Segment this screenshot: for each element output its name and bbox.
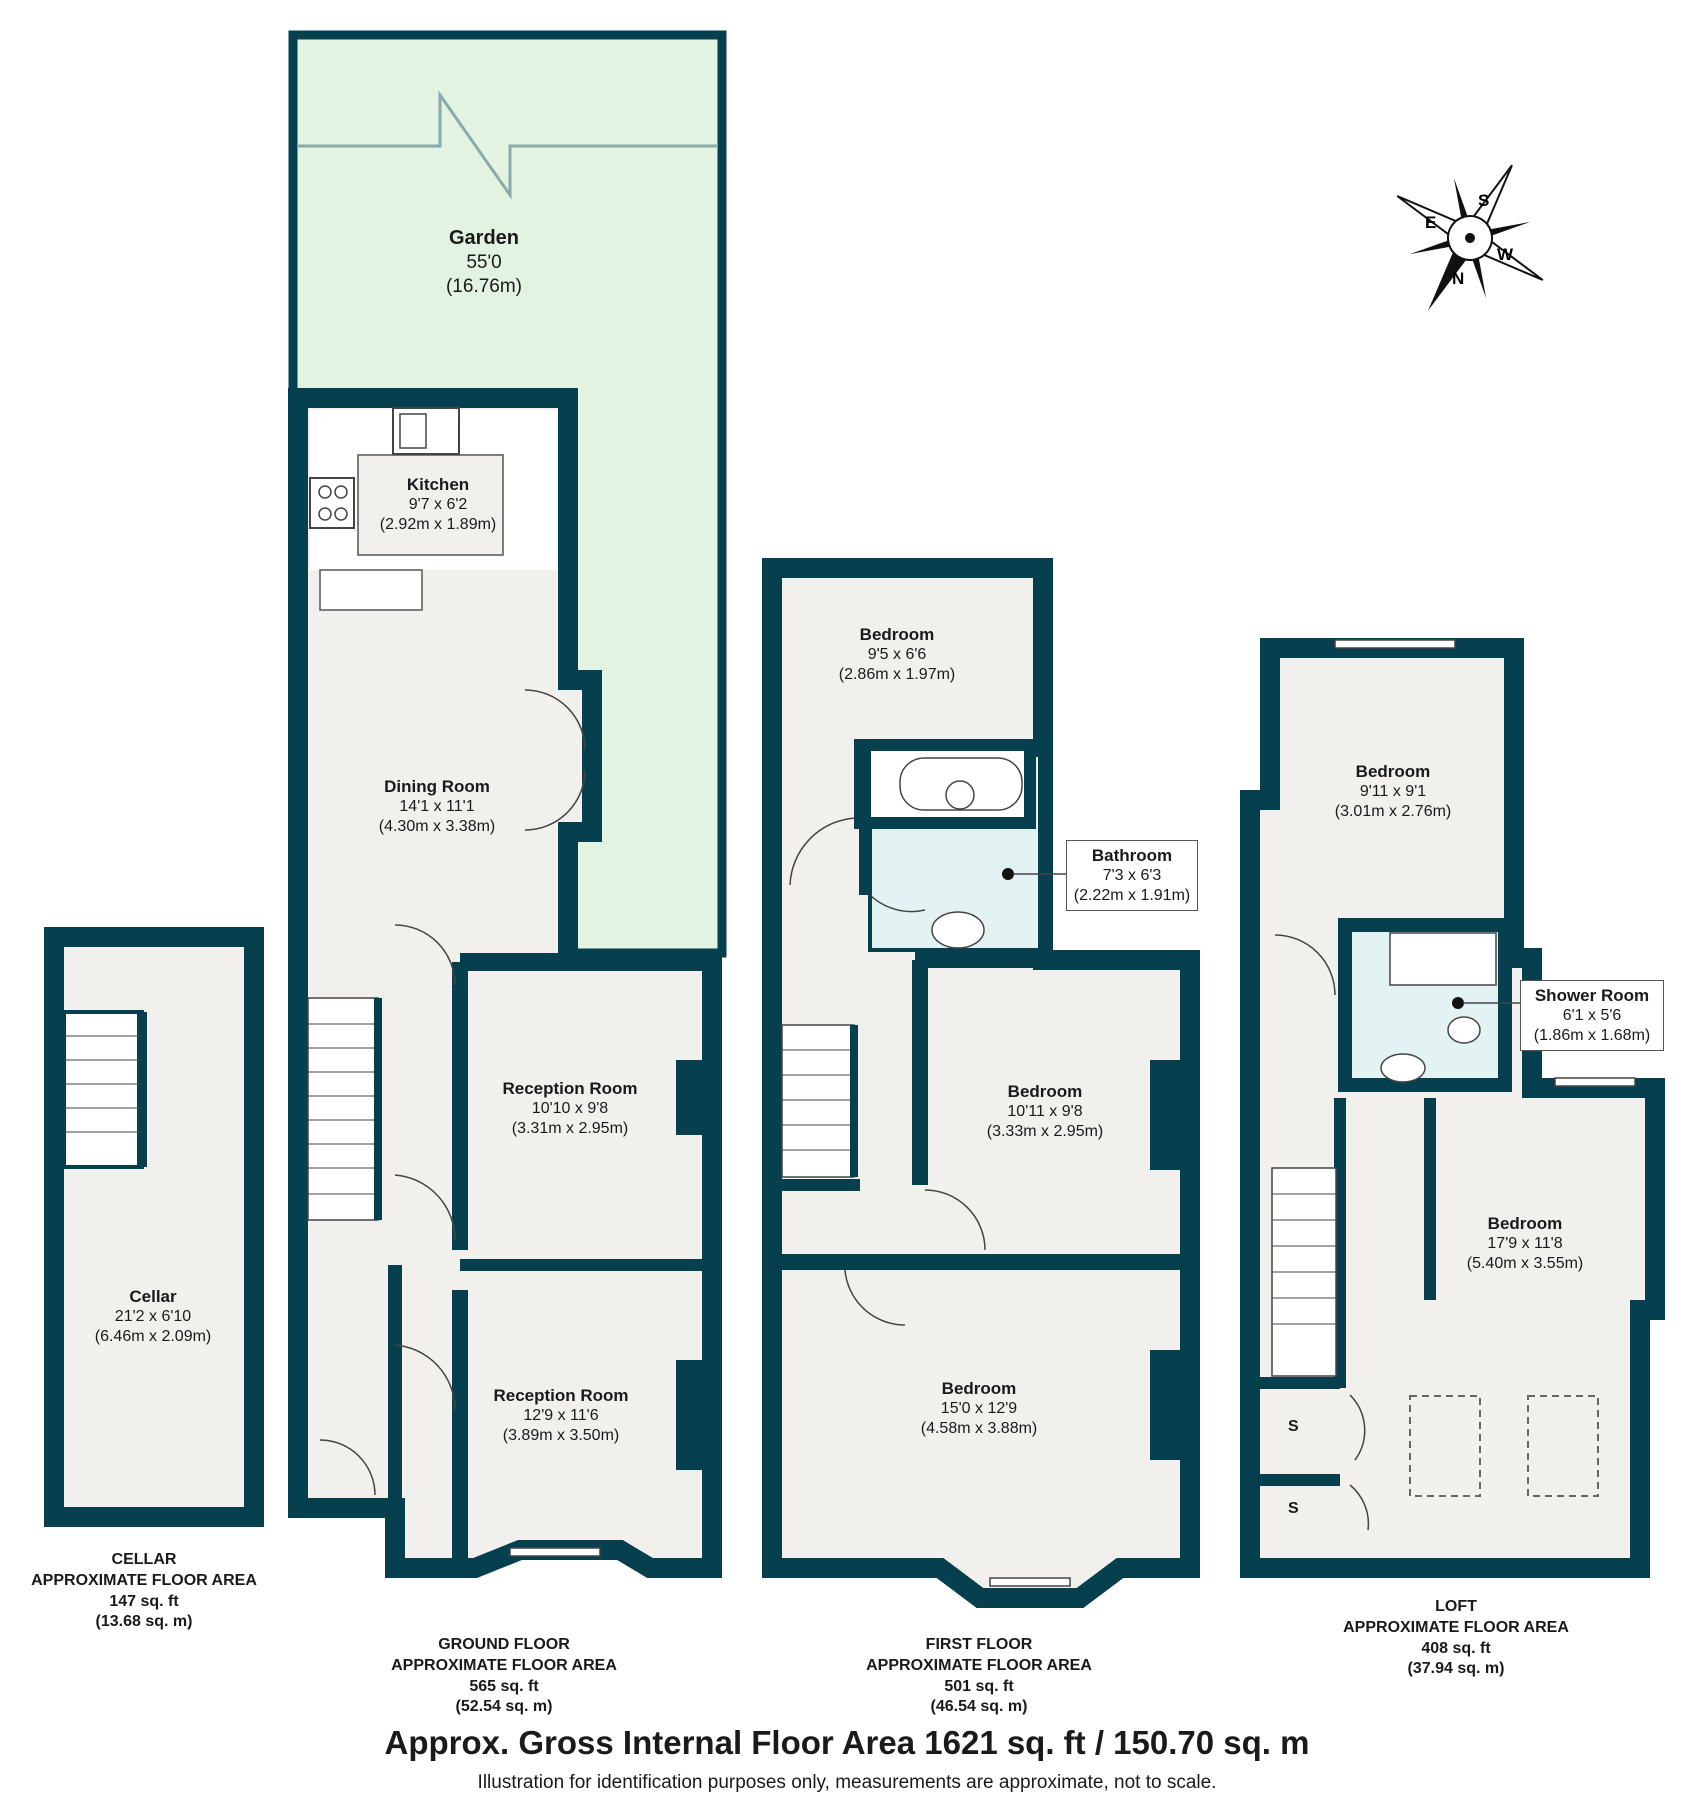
room-label-loft-bedroom-main: Bedroom 17'9 x 11'8 (5.40m x 3.55m): [1467, 1213, 1583, 1274]
room-name: Reception Room: [502, 1079, 638, 1098]
room-metric: (1.86m x 1.68m): [1533, 1027, 1651, 1045]
room-dims: 12'9 x 11'6: [523, 1407, 599, 1425]
room-dims: 6'1 x 5'6: [1562, 1007, 1622, 1025]
room-label-garden: Garden 55'0 (16.76m): [446, 226, 522, 299]
floor-sqm: (13.68 sq. m): [95, 1613, 193, 1631]
room-metric: (3.31m x 2.95m): [511, 1120, 629, 1138]
compass-west: W: [1497, 245, 1514, 264]
room-label-ff-bedroom-small: Bedroom 9'5 x 6'6 (2.86m x 1.97m): [839, 624, 955, 685]
floor-area-loft: LOFT APPROXIMATE FLOOR AREA 408 sq. ft (…: [1343, 1597, 1569, 1680]
floor-sqm: (52.54 sq. m): [455, 1698, 553, 1716]
room-dims: 9'11 x 9'1: [1359, 783, 1427, 801]
floor-sqft: 408 sq. ft: [1421, 1639, 1491, 1657]
stairs-icon: [1271, 1167, 1337, 1377]
room-dims: 55'0: [466, 252, 502, 273]
room-label-kitchen: Kitchen 9'7 x 6'2 (2.92m x 1.89m): [380, 474, 496, 535]
floor-area-first: FIRST FLOOR APPROXIMATE FLOOR AREA 501 s…: [866, 1635, 1092, 1718]
storage-label-1: S: [1288, 1418, 1299, 1435]
floor-area-label: APPROXIMATE FLOOR AREA: [1343, 1618, 1569, 1636]
room-name: Kitchen: [406, 475, 470, 494]
room-metric: (6.46m x 2.09m): [94, 1328, 212, 1346]
room-metric: (4.58m x 3.88m): [920, 1420, 1038, 1438]
room-label-loft-bedroom-rear: Bedroom 9'11 x 9'1 (3.01m x 2.76m): [1335, 761, 1451, 822]
cellar-plan: [44, 927, 264, 1527]
sink-icon: [392, 407, 460, 455]
floor-name: CELLAR: [111, 1551, 177, 1568]
room-metric: (2.86m x 1.97m): [838, 666, 956, 684]
room-metric: (3.89m x 3.50m): [502, 1427, 620, 1445]
room-name: Cellar: [129, 1287, 177, 1306]
room-label-ff-bedroom-mid: Bedroom 10'11 x 9'8 (3.33m x 2.95m): [987, 1081, 1103, 1142]
room-dims: 7'3 x 6'3: [1102, 867, 1162, 885]
room-label-ff-bedroom-front: Bedroom 15'0 x 12'9 (4.58m x 3.88m): [921, 1378, 1037, 1439]
stairs-icon: [781, 1024, 858, 1178]
room-metric: (3.01m x 2.76m): [1334, 803, 1452, 821]
room-name: Bathroom: [1091, 846, 1173, 865]
room-name: Bedroom: [1487, 1214, 1563, 1233]
floor-area-label: APPROXIMATE FLOOR AREA: [866, 1656, 1092, 1674]
room-label-dining: Dining Room 14'1 x 11'1 (4.30m x 3.38m): [379, 776, 495, 837]
room-name: Dining Room: [384, 777, 490, 796]
room-metric: (16.76m): [445, 275, 523, 297]
room-metric: (4.30m x 3.38m): [378, 818, 496, 836]
room-name: Bedroom: [1007, 1082, 1083, 1101]
floor-area-ground: GROUND FLOOR APPROXIMATE FLOOR AREA 565 …: [391, 1635, 617, 1718]
floor-name: GROUND FLOOR: [438, 1636, 570, 1653]
floor-sqm: (37.94 sq. m): [1407, 1660, 1505, 1678]
floor-area-label: APPROXIMATE FLOOR AREA: [391, 1656, 617, 1674]
room-label-loft-shower-room: Shower Room 6'1 x 5'6 (1.86m x 1.68m): [1520, 980, 1664, 1052]
compass-icon: [1396, 164, 1544, 311]
compass-east: E: [1425, 213, 1436, 232]
room-label-reception-1: Reception Room 10'10 x 9'8 (3.31m x 2.95…: [502, 1078, 637, 1139]
floor-name: FIRST FLOOR: [925, 1636, 1033, 1653]
room-dims: 17'9 x 11'8: [1487, 1235, 1563, 1253]
floor-sqft: 565 sq. ft: [469, 1677, 539, 1695]
stairs-icon: [307, 997, 382, 1221]
room-name: Reception Room: [493, 1386, 629, 1405]
room-dims: 21'2 x 6'10: [114, 1308, 192, 1326]
floor-area-label: APPROXIMATE FLOOR AREA: [31, 1571, 257, 1589]
room-label-ff-bathroom: Bathroom 7'3 x 6'3 (2.22m x 1.91m): [1066, 840, 1198, 912]
ground-floor-plan: [288, 388, 722, 1578]
room-dims: 14'1 x 11'1: [399, 798, 475, 816]
floor-name: LOFT: [1435, 1598, 1477, 1615]
room-name: Garden: [448, 227, 520, 249]
room-label-cellar: Cellar 21'2 x 6'10 (6.46m x 2.09m): [95, 1286, 211, 1347]
room-dims: 9'7 x 6'2: [408, 496, 468, 514]
room-dims: 10'11 x 9'8: [1007, 1103, 1083, 1121]
room-label-reception-2: Reception Room 12'9 x 11'6 (3.89m x 3.50…: [493, 1385, 628, 1446]
hob-icon: [309, 477, 355, 529]
room-name: Bedroom: [1355, 762, 1431, 781]
floor-area-cellar: CELLAR APPROXIMATE FLOOR AREA 147 sq. ft…: [31, 1550, 257, 1633]
gross-floor-area: Approx. Gross Internal Floor Area 1621 s…: [384, 1724, 1310, 1761]
floor-sqft: 147 sq. ft: [109, 1592, 179, 1610]
room-metric: (2.92m x 1.89m): [379, 516, 497, 534]
loft-plan: [1240, 638, 1665, 1578]
room-name: Bedroom: [859, 625, 935, 644]
room-dims: 10'10 x 9'8: [531, 1100, 609, 1118]
floor-sqm: (46.54 sq. m): [930, 1698, 1028, 1716]
first-floor-plan: [762, 558, 1200, 1608]
storage-label-2: S: [1288, 1500, 1299, 1517]
room-metric: (5.40m x 3.55m): [1466, 1255, 1584, 1273]
room-name: Shower Room: [1534, 986, 1650, 1005]
room-name: Bedroom: [941, 1379, 1017, 1398]
disclaimer-text: Illustration for identification purposes…: [477, 1772, 1217, 1793]
room-dims: 15'0 x 12'9: [940, 1400, 1018, 1418]
room-metric: (3.33m x 2.95m): [986, 1123, 1104, 1141]
floor-sqft: 501 sq. ft: [944, 1677, 1014, 1695]
compass-north: N: [1452, 269, 1464, 288]
room-dims: 9'5 x 6'6: [867, 646, 927, 664]
compass-south: S: [1478, 191, 1489, 210]
room-metric: (2.22m x 1.91m): [1073, 887, 1191, 905]
